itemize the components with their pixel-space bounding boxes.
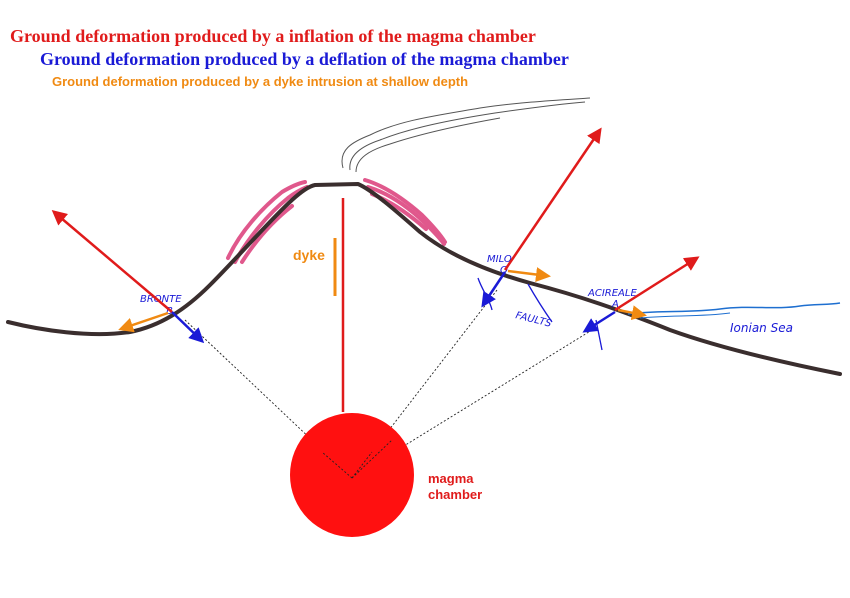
- faults-label: FAULTS: [514, 310, 553, 330]
- sea-surface-wave: [639, 312, 731, 319]
- milo-inflation-arrow: [503, 127, 602, 271]
- magma-label-line2: chamber: [428, 487, 482, 502]
- sea-surface: [627, 302, 841, 315]
- station-bronte-label: BRONTE: [140, 294, 182, 305]
- station-acireale-label: ACIREALE: [587, 288, 637, 299]
- legend-deflation: Ground deformation produced by a deflati…: [40, 49, 569, 69]
- magma-chamber: [290, 413, 414, 537]
- station-milo-label: MILO: [487, 254, 512, 265]
- station-acireale-marker: A: [611, 299, 619, 310]
- legend-inflation: Ground deformation produced by a inflati…: [10, 26, 536, 46]
- acireale-dyke-arrow: [617, 305, 647, 321]
- ionian-sea-label: Ionian Sea: [730, 321, 793, 335]
- legend-dyke-intrusion: Ground deformation produced by a dyke in…: [52, 74, 468, 89]
- acireale-deflation-arrow: [582, 310, 616, 333]
- milo-dyke-arrow: [507, 267, 551, 282]
- station-milo-marker: O: [500, 265, 508, 276]
- bronte-inflation-arrow: [51, 210, 173, 313]
- acireale-inflation-arrow: [614, 256, 700, 312]
- flank-left-deformation: [226, 180, 309, 264]
- ground-profile: [6, 182, 842, 376]
- faults: [477, 277, 603, 351]
- bronte-dyke-arrow: [118, 311, 169, 333]
- milo-deflation-arrow: [481, 271, 507, 308]
- bronte-deflation-arrow: [171, 311, 205, 344]
- chamber-center-rays: [321, 439, 393, 479]
- magma-label-line1: magma: [428, 471, 474, 486]
- flank-right-deformation: [363, 178, 447, 246]
- plume: [341, 97, 591, 173]
- dyke-label: dyke: [293, 247, 325, 263]
